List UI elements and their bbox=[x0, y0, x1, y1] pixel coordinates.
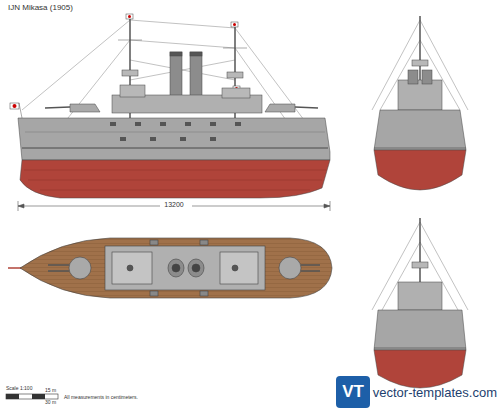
dimension-text: 13200 bbox=[162, 201, 185, 209]
title: IJN Mikasa (1905) bbox=[8, 4, 73, 13]
logo-text: VT bbox=[342, 383, 364, 402]
logo-badge bbox=[336, 376, 370, 408]
dimension-line bbox=[18, 201, 330, 211]
note: All measurements in centimeters. bbox=[64, 395, 138, 401]
scale-mark: 30 m bbox=[45, 400, 56, 406]
watermark: vector-templates.com bbox=[373, 386, 497, 400]
scale-text: Scale 1:100 bbox=[6, 386, 32, 392]
rear-view bbox=[372, 218, 468, 388]
front-view bbox=[372, 16, 468, 190]
scale-mark: 15 m bbox=[45, 388, 56, 394]
scale-bar bbox=[6, 394, 58, 399]
side-view bbox=[10, 14, 330, 198]
top-view bbox=[8, 238, 332, 298]
